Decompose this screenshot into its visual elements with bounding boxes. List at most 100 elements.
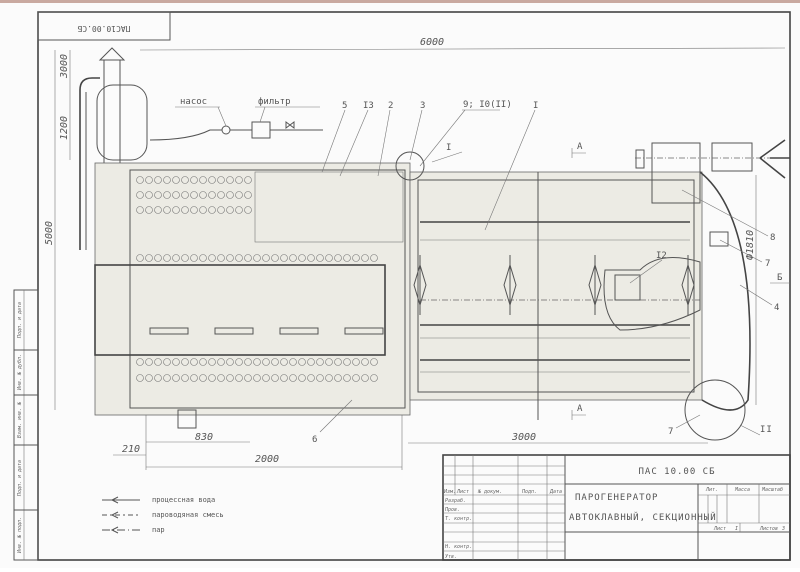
cut-a-bottom: А — [577, 404, 583, 414]
callout-13: I3 — [363, 101, 374, 111]
tube — [190, 191, 198, 199]
burner-slot — [214, 327, 254, 335]
tube — [271, 374, 279, 382]
header-signature: Подп. — [521, 489, 537, 495]
tube — [235, 206, 243, 214]
detail-node-2 — [684, 379, 746, 441]
tube — [235, 374, 243, 382]
strip-label: Взам. инв. № — [17, 402, 23, 438]
section-node-1: I — [446, 143, 452, 153]
tube — [217, 358, 225, 366]
cart-hangers — [413, 255, 695, 315]
tube — [226, 176, 234, 184]
tube — [334, 374, 342, 382]
tube — [208, 254, 216, 262]
callout-8: 8 — [770, 233, 775, 243]
tube — [181, 254, 189, 262]
tube — [226, 206, 234, 214]
tube — [154, 176, 162, 184]
tube — [325, 358, 333, 366]
tube — [343, 358, 351, 366]
filter-icon — [251, 121, 271, 139]
dim-210: 210 — [122, 444, 140, 455]
callout-9: 9; I0(II) — [463, 100, 512, 110]
callout-12: I2 — [656, 251, 667, 261]
tube — [361, 358, 369, 366]
strip-label: Подп. и дата — [17, 302, 23, 339]
firebox — [94, 162, 411, 429]
tube — [235, 191, 243, 199]
tube — [208, 374, 216, 382]
sheet-label: Лист — [713, 526, 726, 532]
burner-slot — [344, 327, 384, 335]
tube — [307, 254, 315, 262]
tube — [172, 374, 180, 382]
dimensions: 6000 5000 3000 1200 200 830 210 2000 300… — [44, 37, 786, 470]
feed-pipeline: насос фильтр — [149, 97, 323, 141]
tube — [190, 176, 198, 184]
tube — [154, 206, 162, 214]
tube — [307, 358, 315, 366]
tube — [370, 374, 378, 382]
tube — [190, 358, 198, 366]
dim-separator-height: 1200 — [59, 116, 70, 140]
tube — [181, 206, 189, 214]
callout-7a: 7 — [765, 259, 770, 269]
dim-overall-length: 6000 — [420, 37, 444, 48]
cut-a-top: А — [577, 142, 583, 152]
dim-3000: 3000 — [511, 432, 536, 443]
autoclave — [409, 171, 703, 420]
tube — [370, 254, 378, 262]
hanger — [503, 255, 517, 315]
tube — [181, 358, 189, 366]
tube — [154, 254, 162, 262]
tube — [217, 176, 225, 184]
tube — [244, 191, 252, 199]
tube — [136, 176, 144, 184]
section-node-2: II — [760, 425, 773, 435]
tube — [172, 358, 180, 366]
header-doc-no: № докум. — [477, 489, 502, 495]
tube — [163, 176, 171, 184]
tube — [136, 358, 144, 366]
hanger — [588, 255, 602, 315]
tube — [208, 176, 216, 184]
doc-code: ПАС 10.00 СБ — [638, 467, 715, 477]
tube — [244, 176, 252, 184]
cutaway — [603, 257, 701, 331]
tube — [343, 374, 351, 382]
tube — [154, 358, 162, 366]
filter-label: фильтр — [258, 97, 291, 107]
tube — [172, 206, 180, 214]
tube — [145, 254, 153, 262]
tube — [199, 191, 207, 199]
tube — [226, 374, 234, 382]
tube — [244, 358, 252, 366]
tube — [316, 374, 324, 382]
header-date: Дата — [549, 489, 562, 495]
hanger — [681, 255, 695, 315]
tube — [199, 206, 207, 214]
tube — [289, 254, 297, 262]
role-developer: Разраб. — [445, 497, 466, 504]
legend-steam-water: пароводяная смесь — [152, 511, 224, 519]
strip-label: Инв. № подл. — [17, 517, 23, 554]
sheets-value: 3 — [781, 526, 785, 532]
scan-edge — [0, 0, 800, 3]
tube — [325, 374, 333, 382]
tube — [208, 358, 216, 366]
drawing-frame — [37, 11, 791, 561]
tube — [199, 254, 207, 262]
tube — [208, 191, 216, 199]
pump-label: насос — [180, 97, 207, 107]
flow-legend: процессная вода пароводяная смесь пар — [102, 496, 224, 534]
tube — [343, 254, 351, 262]
tube — [370, 358, 378, 366]
dim-diameter: Ф1810 — [745, 230, 756, 260]
tube — [307, 374, 315, 382]
tube — [361, 374, 369, 382]
scale-label: Масштаб — [761, 486, 783, 493]
tube — [298, 254, 306, 262]
